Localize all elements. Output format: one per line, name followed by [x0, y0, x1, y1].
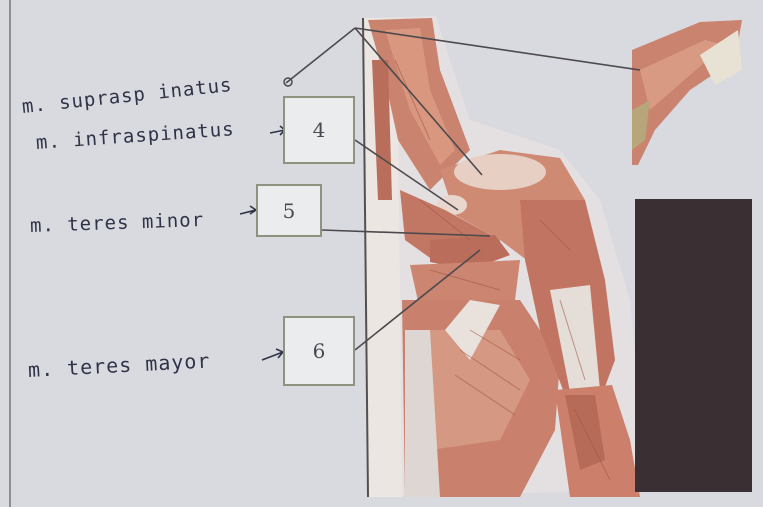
dark-panel — [635, 199, 752, 492]
number-box-4: 4 — [283, 96, 355, 164]
number-box-5: 5 — [256, 184, 322, 237]
number-box-6: 6 — [283, 316, 355, 386]
arrow-teres-minor — [240, 206, 256, 214]
arrow-teres-major — [262, 349, 283, 360]
leader-line-supraspinatus — [286, 28, 355, 83]
